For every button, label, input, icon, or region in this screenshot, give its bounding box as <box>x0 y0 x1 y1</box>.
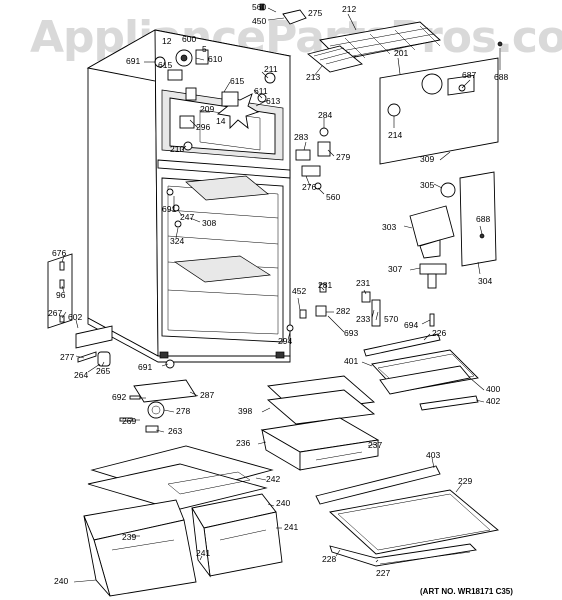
callout-96: 96 <box>56 290 66 300</box>
callout-450: 450 <box>252 16 266 26</box>
callout-296: 296 <box>196 122 210 132</box>
callout-233: 233 <box>356 314 370 324</box>
callout-401: 401 <box>344 356 358 366</box>
callout-676: 676 <box>52 248 66 258</box>
callout-228: 228 <box>322 554 336 564</box>
leader-lines <box>61 7 501 583</box>
callout-600: 600 <box>182 34 196 44</box>
callout-212: 212 <box>342 4 356 14</box>
callout-688: 688 <box>494 72 508 82</box>
callout-269: 269 <box>122 416 136 426</box>
callout-275: 275 <box>308 8 322 18</box>
callout-239: 239 <box>122 532 136 542</box>
callout-400: 400 <box>486 384 500 394</box>
freezer-components <box>154 49 276 151</box>
callout-5: 5 <box>202 44 207 54</box>
callout-236: 236 <box>236 438 250 448</box>
callout-402: 402 <box>486 396 500 406</box>
callout-241b: 241 <box>196 548 210 558</box>
callout-210: 210 <box>170 144 184 154</box>
callout-264: 264 <box>74 370 88 380</box>
callout-294: 294 <box>278 336 292 346</box>
callout-213: 213 <box>306 72 320 82</box>
callout-692: 692 <box>112 392 126 402</box>
callout-560: 560 <box>252 2 266 12</box>
callout-688b: 688 <box>476 214 490 224</box>
callout-615b: 615 <box>230 76 244 86</box>
art-number: (ART NO. WR18171 C35) <box>420 587 513 596</box>
callout-693: 693 <box>344 328 358 338</box>
callout-240b: 240 <box>54 576 68 586</box>
callout-277: 277 <box>60 352 74 362</box>
callout-231: 231 <box>356 278 370 288</box>
callout-labels: 560 275 450 212 12 600 5 691 615 610 213… <box>48 2 508 586</box>
callout-691b: 691 <box>162 204 176 214</box>
callout-214: 214 <box>388 130 402 140</box>
callout-278: 278 <box>176 406 190 416</box>
callout-307: 307 <box>388 264 402 274</box>
callout-309: 309 <box>420 154 434 164</box>
callout-398: 398 <box>238 406 252 416</box>
callout-611: 611 <box>254 86 268 96</box>
hardware <box>59 188 435 369</box>
callout-287: 287 <box>200 390 214 400</box>
callout-570: 570 <box>384 314 398 324</box>
callout-304: 304 <box>478 276 492 286</box>
callout-403: 403 <box>426 450 440 460</box>
callout-265: 265 <box>96 366 110 376</box>
callout-305: 305 <box>420 180 434 190</box>
shelf-assemblies <box>260 333 500 567</box>
callout-237: 237 <box>368 440 382 450</box>
callout-615: 615 <box>158 60 172 70</box>
callout-14: 14 <box>216 116 226 126</box>
top-parts <box>259 3 441 73</box>
callout-602: 602 <box>68 312 82 322</box>
callout-242: 242 <box>266 474 280 484</box>
callout-209: 209 <box>200 104 214 114</box>
evaporator-cover <box>379 41 503 165</box>
callout-283: 283 <box>294 132 308 142</box>
callout-12: 12 <box>162 36 172 46</box>
callout-324: 324 <box>170 236 184 246</box>
callout-229: 229 <box>458 476 472 486</box>
callout-247: 247 <box>180 212 194 222</box>
callout-267: 267 <box>48 308 62 318</box>
leveling-parts <box>77 351 197 433</box>
callout-303: 303 <box>382 222 396 232</box>
callout-610: 610 <box>208 54 222 64</box>
callout-560b: 560 <box>326 192 340 202</box>
callout-227: 227 <box>376 568 390 578</box>
callout-308: 308 <box>202 218 216 228</box>
callout-263: 263 <box>168 426 182 436</box>
pan-assemblies <box>83 445 283 597</box>
callout-241: 241 <box>284 522 298 532</box>
callout-687: 687 <box>462 70 476 80</box>
callout-279: 279 <box>336 152 350 162</box>
callout-613: 613 <box>266 96 280 106</box>
callout-201: 201 <box>394 48 408 58</box>
callout-226: 226 <box>432 328 446 338</box>
callout-211: 211 <box>264 64 278 74</box>
callout-691c: 691 <box>138 362 152 372</box>
callout-276: 276 <box>302 182 316 192</box>
callout-452: 452 <box>292 286 306 296</box>
callout-282: 282 <box>336 306 350 316</box>
callout-240: 240 <box>276 498 290 508</box>
control-components <box>295 127 497 289</box>
callout-691: 691 <box>126 56 140 66</box>
callout-284: 284 <box>318 110 332 120</box>
callout-281: 281 <box>318 280 332 290</box>
callout-694: 694 <box>404 320 418 330</box>
